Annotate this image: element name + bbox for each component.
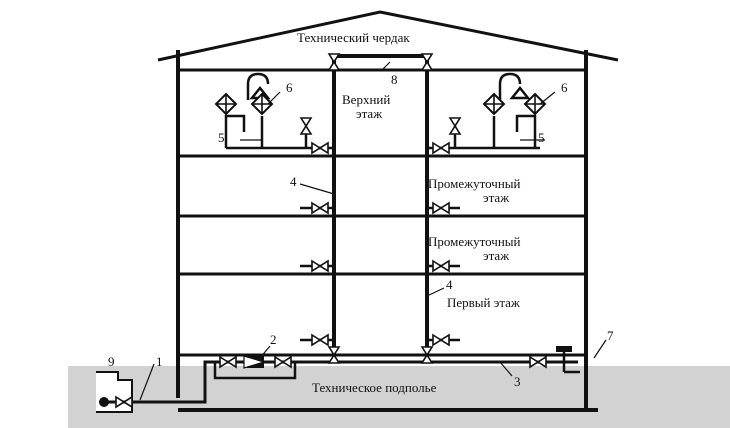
service-inlet bbox=[96, 371, 180, 413]
mid-floor-2-label: Промежуточный bbox=[428, 234, 521, 249]
attic-valve-right bbox=[421, 53, 433, 71]
callout-3: 3 bbox=[514, 374, 521, 389]
top-floor-label: Верхний bbox=[342, 92, 390, 107]
first-floor-label: Первый этаж bbox=[447, 295, 521, 310]
callout-4-upper: 4 bbox=[290, 174, 297, 189]
callout-5-left: 5 bbox=[218, 130, 225, 145]
basement-label: Техническое подполье bbox=[312, 380, 437, 395]
callout-2: 2 bbox=[270, 332, 277, 347]
branch-valve bbox=[311, 260, 329, 272]
top-floor-label-2: этаж bbox=[356, 106, 383, 121]
mid-floor-1-label-2: этаж bbox=[483, 190, 510, 205]
faucet-valve bbox=[449, 117, 461, 135]
branch-valve bbox=[311, 142, 329, 154]
roof bbox=[157, 10, 619, 62]
faucet-valve bbox=[300, 117, 312, 135]
callout-6-left: 6 bbox=[286, 80, 293, 95]
water-meter-unit bbox=[213, 355, 297, 380]
callout-8: 8 bbox=[391, 72, 398, 87]
leader-lines bbox=[139, 61, 607, 401]
branch-valve bbox=[311, 334, 329, 346]
branch-valve bbox=[432, 334, 450, 346]
callout-9: 9 bbox=[108, 354, 115, 369]
basement-main-pipe bbox=[180, 360, 560, 404]
attic-valve-left bbox=[328, 53, 340, 71]
callout-5-right: 5 bbox=[538, 130, 545, 145]
mid-floor-2-label-2: этаж bbox=[483, 248, 510, 263]
outdoor-hydrant bbox=[529, 346, 580, 374]
right-fixtures bbox=[453, 72, 537, 148]
callout-6-right: 6 bbox=[561, 80, 568, 95]
attic-label: Технический чердак bbox=[297, 30, 410, 45]
callout-7: 7 bbox=[607, 328, 614, 343]
branch-valve bbox=[432, 142, 450, 154]
ground-fill bbox=[68, 366, 730, 428]
mixer-icon bbox=[215, 93, 237, 115]
branch-valve bbox=[432, 202, 450, 214]
branch-valve bbox=[432, 260, 450, 272]
callout-1: 1 bbox=[156, 354, 163, 369]
callout-4-lower: 4 bbox=[446, 277, 453, 292]
branch-valve bbox=[311, 202, 329, 214]
mid-floor-1-label: Промежуточный bbox=[428, 176, 521, 191]
